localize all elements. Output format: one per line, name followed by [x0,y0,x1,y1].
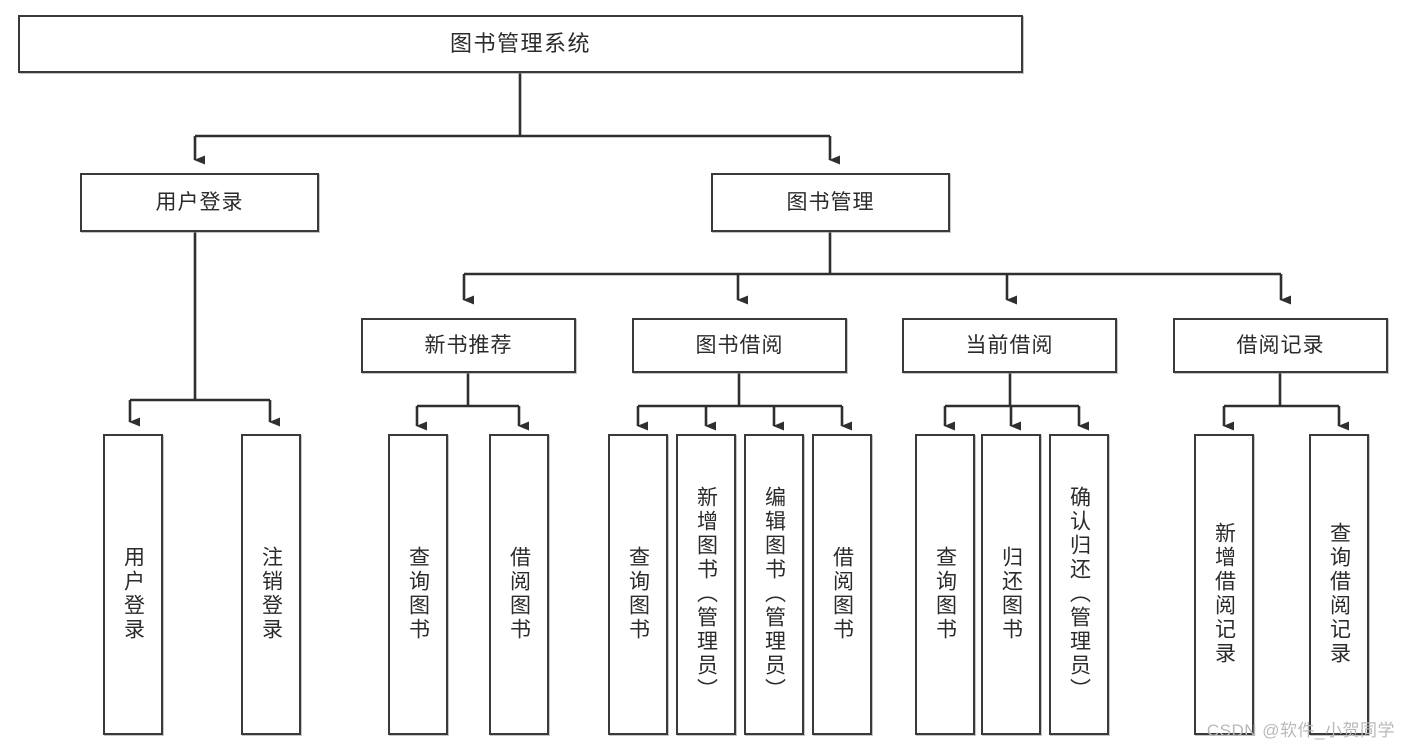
node-leaf-add-book-admin[interactable]: 新增图书（管理员） [676,434,736,735]
node-leaf-user-login[interactable]: 用户登录 [103,434,163,735]
node-leaf-add-borrow-record[interactable]: 新增借阅记录 [1194,434,1254,735]
node-label: 新增图书（管理员） [694,485,718,702]
node-label: 图书管理 [786,190,875,214]
node-leaf-logout-login[interactable]: 注销登录 [241,434,301,735]
node-label: 图书管理系统 [449,30,591,56]
node-label: 新增借阅记录 [1212,521,1236,666]
csdn-watermark: CSDN @软件_小贺同学 [1206,721,1395,740]
node-label: 归还图书 [999,545,1023,642]
node-leaf-query-book-borrow[interactable]: 查询图书 [608,434,668,735]
node-leaf-edit-book-admin[interactable]: 编辑图书（管理员） [744,434,804,735]
node-label: 确认归还（管理员） [1067,485,1091,702]
node-label: 注销登录 [259,545,283,642]
node-label: 新书推荐 [424,333,513,357]
node-label: 编辑图书（管理员） [762,485,786,702]
node-label: 查询借阅记录 [1327,521,1351,666]
node-label: 查询图书 [626,545,650,642]
node-user-login[interactable]: 用户登录 [80,173,319,232]
node-current-borrow[interactable]: 当前借阅 [902,318,1117,373]
node-book-management[interactable]: 图书管理 [711,173,950,232]
node-leaf-query-book-current[interactable]: 查询图书 [915,434,975,735]
node-label: 查询图书 [933,545,957,642]
node-label: 当前借阅 [965,333,1054,357]
node-new-book-recommend[interactable]: 新书推荐 [361,318,576,373]
node-label: 借阅图书 [507,545,531,642]
node-leaf-borrow-book-recommend[interactable]: 借阅图书 [489,434,549,735]
node-label: 图书借阅 [695,333,784,357]
node-root-book-management-system[interactable]: 图书管理系统 [18,15,1023,73]
node-leaf-return-book[interactable]: 归还图书 [981,434,1041,735]
node-borrow-record[interactable]: 借阅记录 [1173,318,1388,373]
node-leaf-query-borrow-record[interactable]: 查询借阅记录 [1309,434,1369,735]
node-label: 用户登录 [155,190,244,214]
node-leaf-borrow-book[interactable]: 借阅图书 [812,434,872,735]
node-label: 用户登录 [121,545,145,642]
node-label: 查询图书 [406,545,430,642]
node-label: 借阅记录 [1236,333,1325,357]
node-label: 借阅图书 [830,545,854,642]
node-leaf-confirm-return-admin[interactable]: 确认归还（管理员） [1049,434,1109,735]
node-book-borrow[interactable]: 图书借阅 [632,318,847,373]
node-leaf-query-book-recommend[interactable]: 查询图书 [388,434,448,735]
